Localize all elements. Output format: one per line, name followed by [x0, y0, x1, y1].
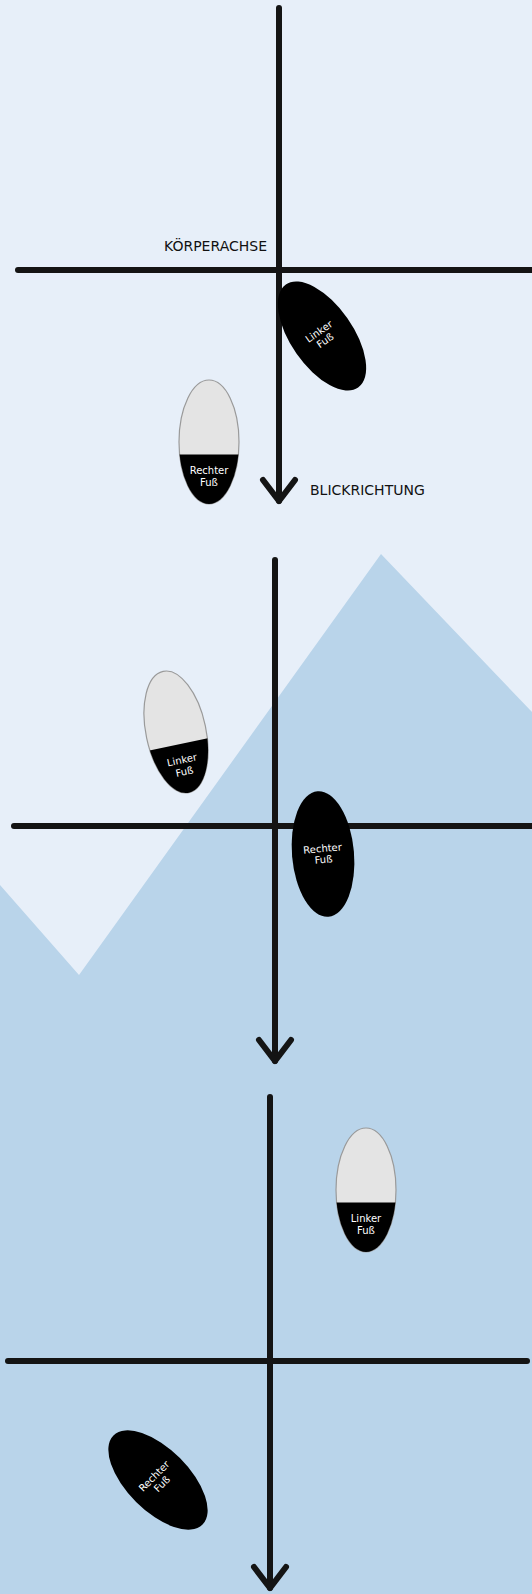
arrow-head — [259, 1040, 291, 1061]
axis-line — [8, 1358, 527, 1364]
foot-shape: Rechter Fuß — [178, 379, 240, 505]
foot-label: Linker Fuß — [343, 1213, 389, 1236]
foot-shape: Linker Fuß — [133, 664, 220, 800]
mountain-shape — [0, 554, 532, 1594]
axis-line — [18, 267, 532, 273]
foot-shape: Rechter Fuß — [92, 1414, 225, 1547]
foot-shape: Linker Fuß — [260, 267, 383, 406]
foot-shape: Linker Fuß — [335, 1127, 397, 1253]
foot-label: Rechter Fuß — [186, 465, 232, 488]
axis-line — [267, 1097, 273, 1588]
foot-outline — [133, 664, 220, 800]
axis-line — [276, 8, 282, 501]
axis-label: BLICKRICHTUNG — [310, 482, 425, 498]
foot-shape: Rechter Fuß — [287, 789, 360, 920]
arrow-head — [263, 480, 295, 501]
foot-label: Rechter Fuß — [299, 841, 347, 868]
axis-line — [14, 823, 532, 829]
axis-label: KÖRPERACHSE — [164, 238, 267, 254]
axis-line — [272, 560, 278, 1061]
arrow-head — [254, 1567, 286, 1588]
